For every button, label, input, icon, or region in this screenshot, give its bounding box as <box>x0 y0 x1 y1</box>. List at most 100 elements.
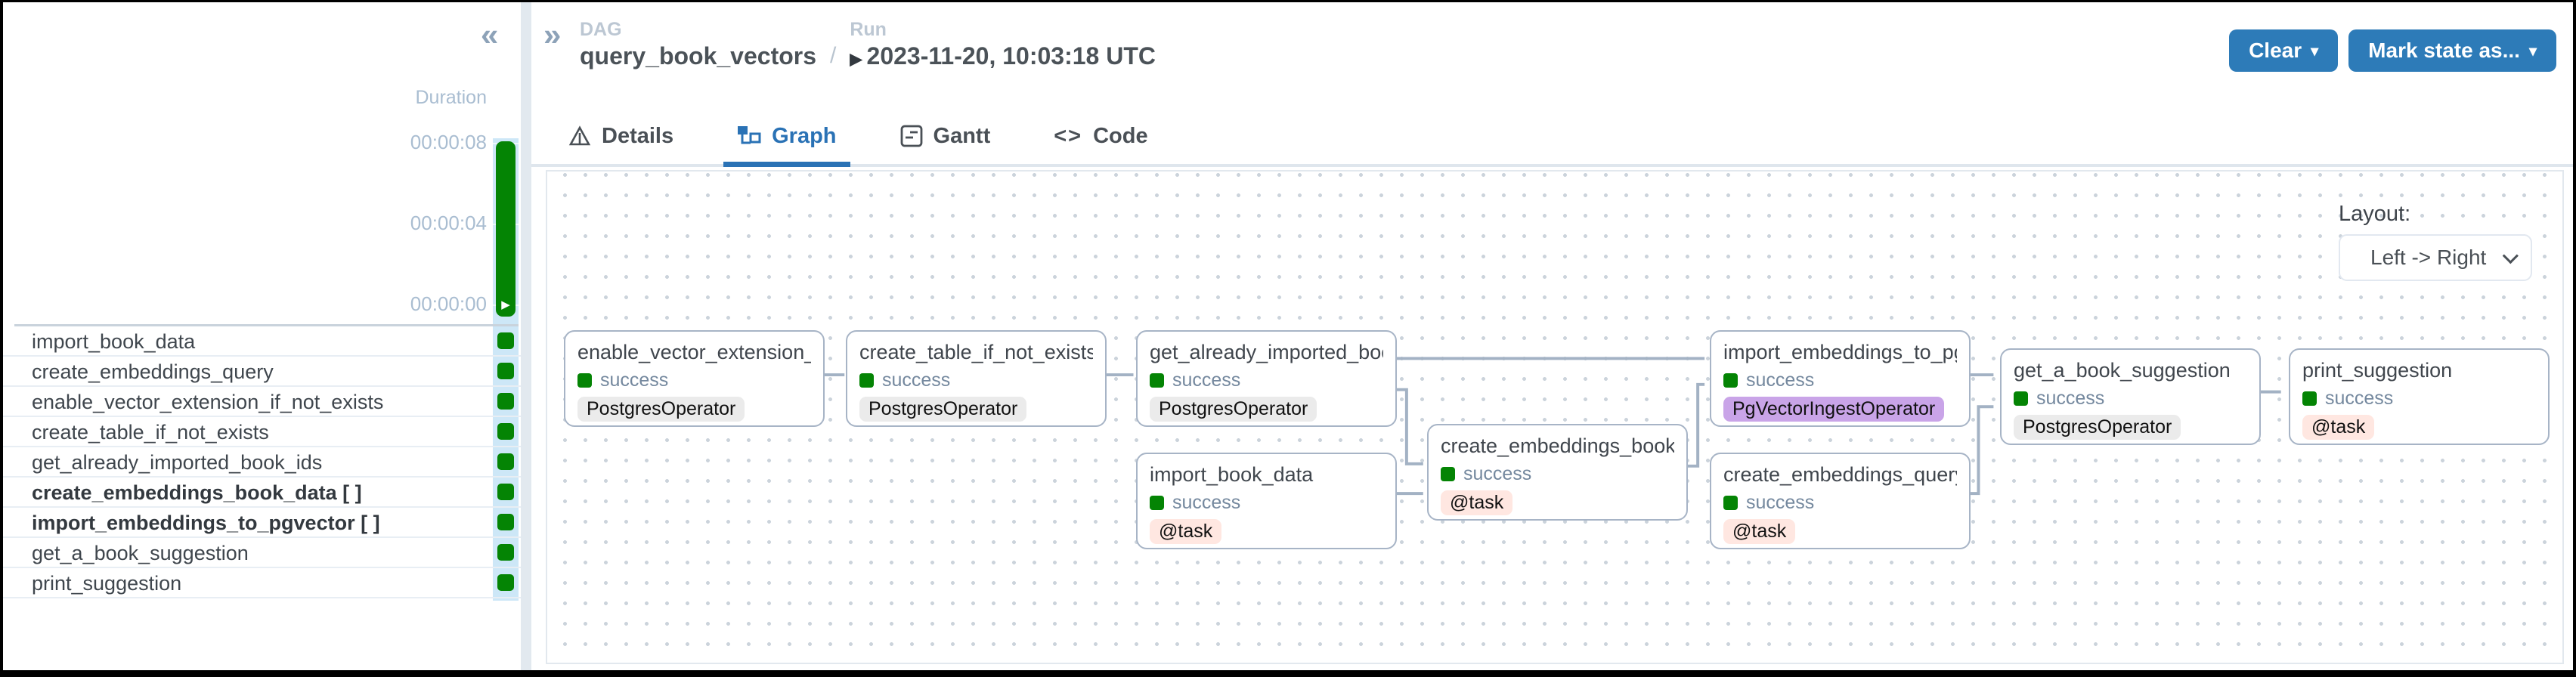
success-square-icon <box>1723 496 1738 510</box>
task-run-cell <box>493 417 519 446</box>
task-name: create_table_if_not_exists <box>32 421 269 444</box>
task-run-cell <box>493 508 519 536</box>
gantt-icon <box>900 125 922 147</box>
run-marker-icon: ▶ <box>850 51 862 68</box>
task-name: get_a_book_suggestion <box>32 542 249 564</box>
duration-axis-label: Duration <box>415 87 488 108</box>
breadcrumb-dag: DAG query_book_vectors <box>580 19 816 70</box>
graph-node[interactable]: get_already_imported_book_ids success Po… <box>1136 330 1397 427</box>
node-status: success <box>2325 388 2394 409</box>
task-status-square[interactable] <box>497 423 514 440</box>
operator-badge: PostgresOperator <box>859 397 1027 422</box>
operator-badge: PostgresOperator <box>1150 397 1317 422</box>
expand-panel-icon[interactable]: » <box>543 17 562 52</box>
tab-label: Code <box>1093 123 1148 148</box>
graph-node[interactable]: create_embeddings_query success @task <box>1710 453 1971 549</box>
caret-down-icon: ▾ <box>2311 42 2319 60</box>
task-row[interactable]: create_embeddings_book_data [ ] <box>3 478 521 508</box>
graph-node[interactable]: create_embeddings_book_da... success @ta… <box>1427 424 1688 521</box>
graph-node[interactable]: import_embeddings_to_pgve... success PgV… <box>1710 330 1971 427</box>
edge <box>1964 405 1994 496</box>
node-title: import_book_data <box>1150 463 1314 486</box>
graph-node[interactable]: enable_vector_extension_if_n... success … <box>564 330 825 427</box>
task-name: import_book_data <box>32 330 196 353</box>
tab-code[interactable]: <> Code <box>1054 108 1147 164</box>
task-run-cell <box>493 538 519 567</box>
axis-divider <box>14 324 519 326</box>
task-badge: @task <box>1441 490 1513 515</box>
task-run-cell <box>493 478 519 506</box>
duration-tick: 00:00:00 <box>410 292 487 315</box>
duration-tick: 00:00:04 <box>410 212 487 234</box>
tab-label: Gantt <box>933 123 991 148</box>
task-row[interactable]: get_already_imported_book_ids <box>3 447 521 478</box>
operator-badge: PostgresOperator <box>2014 415 2181 440</box>
task-row[interactable]: enable_vector_extension_if_not_exists <box>3 387 521 417</box>
task-status-square[interactable] <box>497 484 514 500</box>
node-title: create_embeddings_book_da... <box>1441 434 1674 457</box>
header-buttons: Clear ▾ Mark state as... ▾ <box>2229 29 2556 72</box>
chevron-down-icon <box>2502 247 2519 264</box>
success-square-icon <box>859 373 874 388</box>
breadcrumb-run: Run ▶2023-11-20, 10:03:18 UTC <box>850 19 1156 70</box>
success-square-icon <box>2302 391 2317 406</box>
panel-resize-handle[interactable] <box>521 2 531 670</box>
edge <box>1683 382 1705 468</box>
node-status: success <box>1172 369 1241 391</box>
task-status-square[interactable] <box>497 363 514 379</box>
graph-node[interactable]: import_book_data success @task <box>1136 453 1397 549</box>
layout-selected-value: Left -> Right <box>2370 246 2487 269</box>
task-status-square[interactable] <box>497 332 514 349</box>
tab-label: Graph <box>772 123 837 148</box>
pgvector-operator-badge: PgVectorIngestOperator <box>1723 397 1945 422</box>
task-name: create_embeddings_book_data [ ] <box>32 481 362 504</box>
task-row[interactable]: create_embeddings_query <box>3 357 521 387</box>
details-icon <box>568 125 591 146</box>
success-square-icon <box>1150 373 1164 388</box>
task-row[interactable]: import_book_data <box>3 326 521 357</box>
graph-node[interactable]: print_suggestion success @task <box>2289 348 2550 445</box>
collapse-panel-icon[interactable]: « <box>481 17 499 52</box>
node-title: import_embeddings_to_pgve... <box>1723 341 1957 363</box>
run-value-link[interactable]: ▶2023-11-20, 10:03:18 UTC <box>850 42 1156 70</box>
breadcrumb: DAG query_book_vectors / Run ▶2023-11-20… <box>580 19 1156 70</box>
task-run-cell <box>493 387 519 416</box>
node-title: enable_vector_extension_if_n... <box>577 341 811 363</box>
graph-node[interactable]: get_a_book_suggestion success PostgresOp… <box>2000 348 2261 445</box>
task-row[interactable]: import_embeddings_to_pgvector [ ] <box>3 508 521 538</box>
tab-bar: Details Graph Gantt <box>531 108 2573 167</box>
task-name: enable_vector_extension_if_not_exists <box>32 391 384 413</box>
caret-down-icon: ▾ <box>2528 42 2537 60</box>
task-status-square[interactable] <box>497 544 514 561</box>
graph-node[interactable]: create_table_if_not_exists success Postg… <box>846 330 1107 427</box>
operator-badge: PostgresOperator <box>577 397 745 422</box>
success-square-icon <box>1723 373 1738 388</box>
tab-details[interactable]: Details <box>568 108 673 164</box>
dag-run-duration-bar[interactable]: ▶ <box>496 141 516 317</box>
tab-graph[interactable]: Graph <box>723 108 850 167</box>
breadcrumb-separator: / <box>830 43 837 68</box>
dag-name-link[interactable]: query_book_vectors <box>580 42 817 70</box>
graph-icon <box>738 126 761 144</box>
task-row[interactable]: create_table_if_not_exists <box>3 417 521 447</box>
task-badge: @task <box>2302 415 2375 440</box>
clear-button[interactable]: Clear ▾ <box>2229 29 2339 72</box>
task-status-square[interactable] <box>497 574 514 591</box>
tab-gantt[interactable]: Gantt <box>900 108 991 164</box>
mark-state-as-button[interactable]: Mark state as... ▾ <box>2348 29 2556 72</box>
layout-direction-select[interactable]: Left -> Right <box>2339 234 2532 281</box>
task-status-square[interactable] <box>497 453 514 470</box>
code-icon: <> <box>1054 123 1083 148</box>
task-status-square[interactable] <box>497 514 514 530</box>
run-label: Run <box>850 19 887 40</box>
node-status: success <box>1463 463 1532 484</box>
dag-graph-canvas[interactable]: enable_vector_extension_if_n... success … <box>546 170 2564 664</box>
layout-control: Layout: Left -> Right <box>2339 202 2532 281</box>
grid-panel: « Duration 00:00:08 00:00:04 00:00:00 ▶ … <box>3 2 521 670</box>
task-status-square[interactable] <box>497 393 514 410</box>
task-badge: @task <box>1150 519 1222 544</box>
run-timestamp: 2023-11-20, 10:03:18 UTC <box>866 42 1156 70</box>
task-row[interactable]: print_suggestion <box>3 568 521 598</box>
task-row[interactable]: get_a_book_suggestion <box>3 538 521 568</box>
node-status: success <box>1172 492 1241 513</box>
